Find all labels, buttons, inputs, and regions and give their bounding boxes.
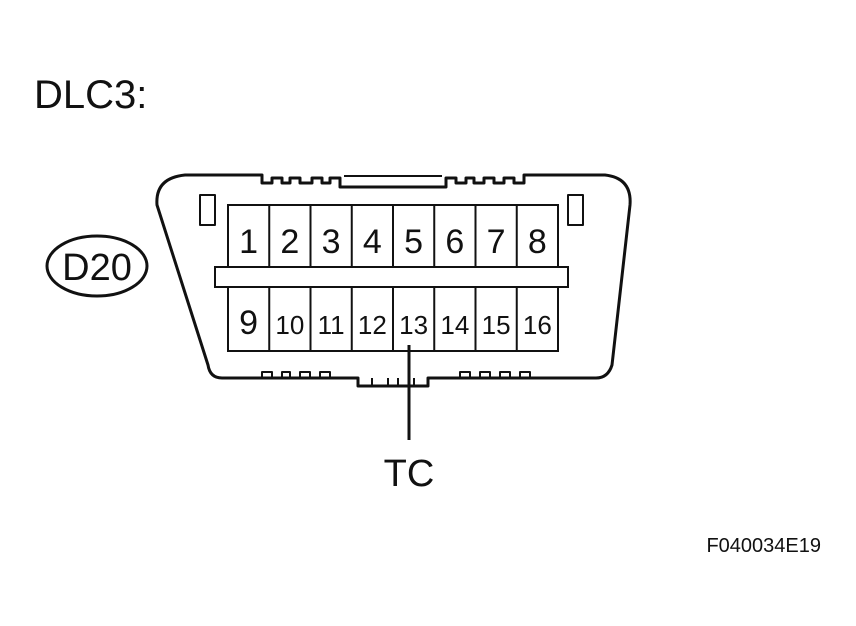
pin-label-1: 1 xyxy=(239,223,258,261)
pin-label-3: 3 xyxy=(322,223,341,261)
pin-dividers xyxy=(268,205,518,351)
pin-label-15: 15 xyxy=(482,310,511,340)
pin-label-9: 9 xyxy=(239,304,258,342)
figure-id: F040034E19 xyxy=(706,535,821,557)
diagram-title: DLC3: xyxy=(34,73,147,117)
connector-code-badge: D20 xyxy=(45,234,149,298)
pin-label-5: 5 xyxy=(404,223,423,261)
pin-label-2: 2 xyxy=(280,223,299,261)
pin-label-8: 8 xyxy=(528,223,547,261)
pin-label-16: 16 xyxy=(523,310,552,340)
pin-label-12: 12 xyxy=(358,310,387,340)
pin-label-11: 11 xyxy=(318,310,345,340)
terminal-label-tc: TC xyxy=(384,453,435,495)
middle-bar xyxy=(214,266,569,288)
pin-label-6: 6 xyxy=(445,223,464,261)
connector-housing xyxy=(155,173,632,388)
housing-outline xyxy=(155,173,632,388)
pin-label-14: 14 xyxy=(440,310,469,340)
pin-label-4: 4 xyxy=(363,223,382,261)
left-latch xyxy=(199,194,216,226)
housing-bottom-ridges xyxy=(261,371,531,386)
connector-code-label: D20 xyxy=(62,247,132,289)
pin-label-10: 10 xyxy=(275,310,304,340)
pin-label-7: 7 xyxy=(487,223,506,261)
right-latch xyxy=(567,194,584,226)
pin-label-13: 13 xyxy=(399,310,428,340)
pin-grid xyxy=(214,204,569,352)
connector-code-ellipse xyxy=(45,234,149,298)
